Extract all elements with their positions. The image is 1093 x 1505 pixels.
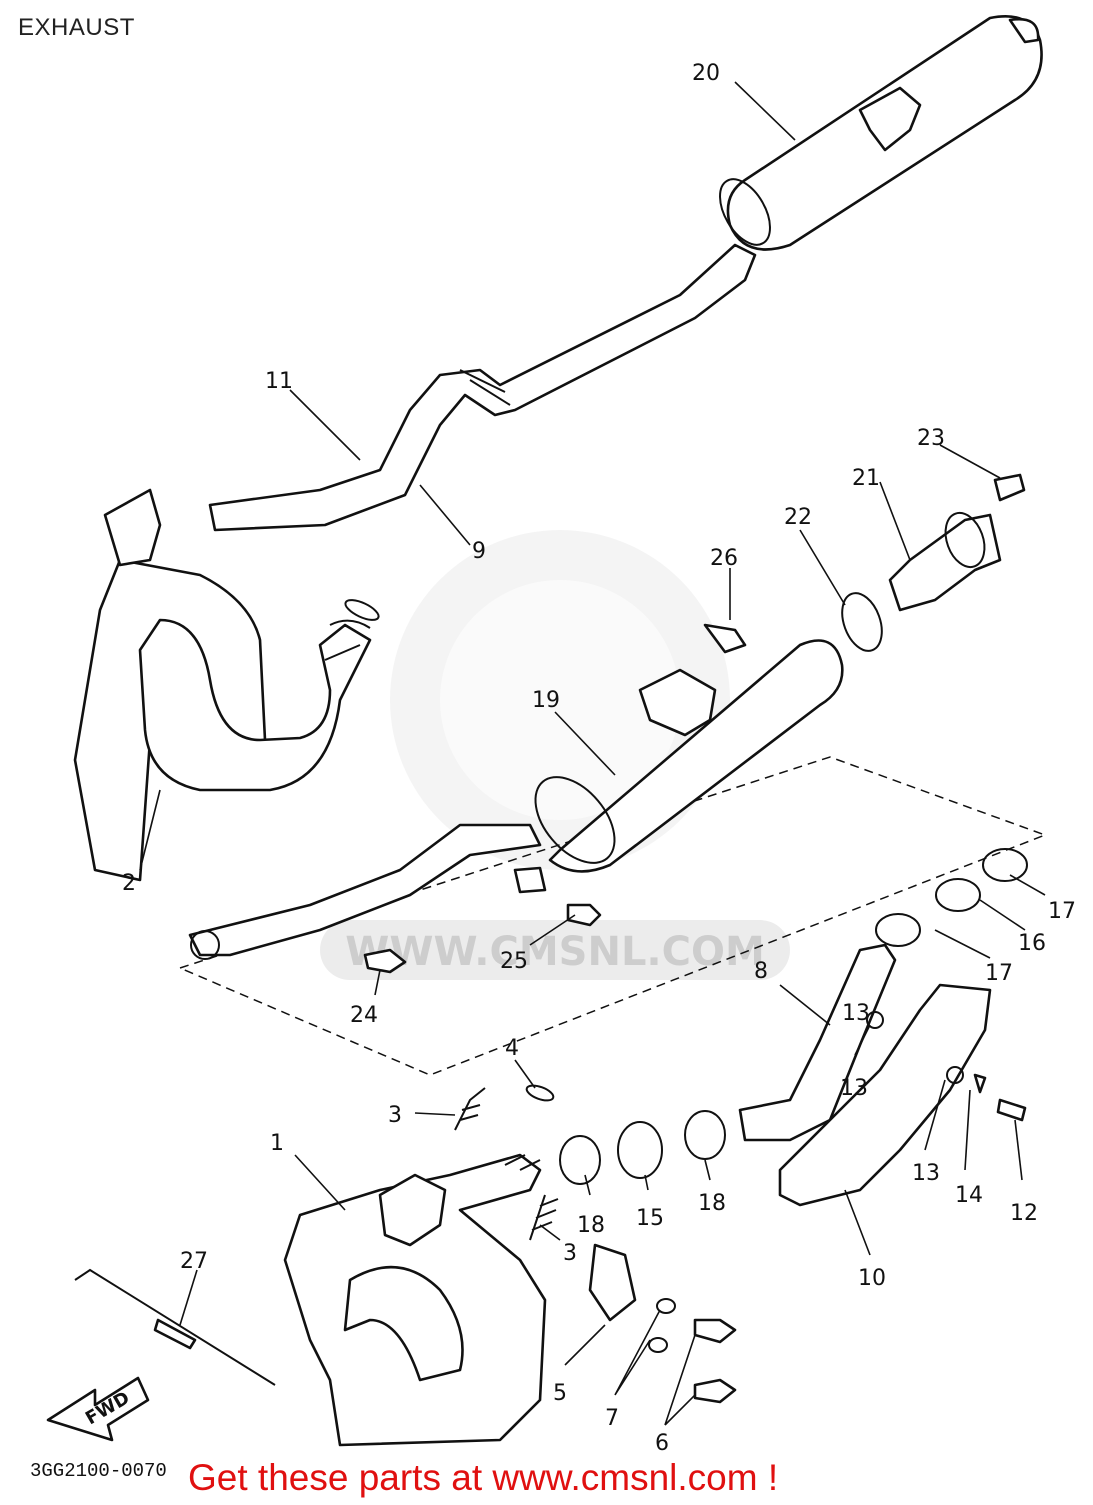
expansion-chamber-upper [73, 488, 380, 882]
callout-24: 24 [350, 1003, 378, 1028]
callout-27: 27 [180, 1249, 208, 1274]
connecting-pipe-assembly [559, 848, 1028, 1207]
watermark-logo: WWW.CMSNL.COM [320, 530, 790, 980]
callout-22: 22 [784, 505, 812, 530]
callout-14: 14 [955, 1183, 983, 1208]
callout-11: 11 [265, 369, 293, 394]
callout-8: 8 [754, 959, 768, 984]
callout-6: 6 [655, 1431, 669, 1456]
callout-17a: 17 [1048, 899, 1076, 924]
callout-26: 26 [710, 546, 738, 571]
callout-20: 20 [692, 61, 720, 86]
tailpipe [208, 243, 757, 532]
callout-13a: 13 [842, 1001, 870, 1026]
callout-numbers: 20 11 9 23 21 22 26 19 2 17 16 17 25 24 … [122, 61, 1076, 1456]
callout-3a: 3 [388, 1103, 402, 1128]
callout-16: 16 [1018, 931, 1046, 956]
callout-10: 10 [858, 1266, 886, 1291]
callout-13b: 13 [840, 1076, 868, 1101]
callout-13c: 13 [912, 1161, 940, 1186]
expansion-chamber-lower [74, 1153, 637, 1447]
silencer-lower [188, 639, 844, 960]
watermark-text: WWW.CMSNL.COM [345, 929, 765, 975]
diagram-code: 3GG2100-0070 [30, 1460, 167, 1482]
callout-17b: 17 [985, 961, 1013, 986]
callout-18a: 18 [577, 1213, 605, 1238]
silencer-upper [719, 15, 1043, 251]
cmsnl-banner-link[interactable]: Get these parts at www.cmsnl.com ! [188, 1457, 779, 1498]
callout-3b: 3 [563, 1241, 577, 1266]
callout-21: 21 [852, 466, 880, 491]
callout-5: 5 [553, 1381, 567, 1406]
small-hardware [363, 866, 737, 1404]
callout-12: 12 [1010, 1201, 1038, 1226]
callout-19: 19 [532, 688, 560, 713]
end-cap-assembly [703, 473, 1026, 654]
page-title: EXHAUST [18, 14, 135, 41]
fwd-arrow-icon: FWD [46, 1376, 150, 1442]
callout-15: 15 [636, 1206, 664, 1231]
callout-1: 1 [270, 1131, 284, 1156]
callout-9: 9 [472, 539, 486, 564]
callout-25: 25 [500, 949, 528, 974]
callout-23: 23 [917, 426, 945, 451]
callout-4: 4 [505, 1036, 519, 1061]
leader-lines [139, 81, 1046, 1426]
callout-7: 7 [605, 1406, 619, 1431]
callout-2: 2 [122, 871, 136, 896]
callout-18b: 18 [698, 1191, 726, 1216]
